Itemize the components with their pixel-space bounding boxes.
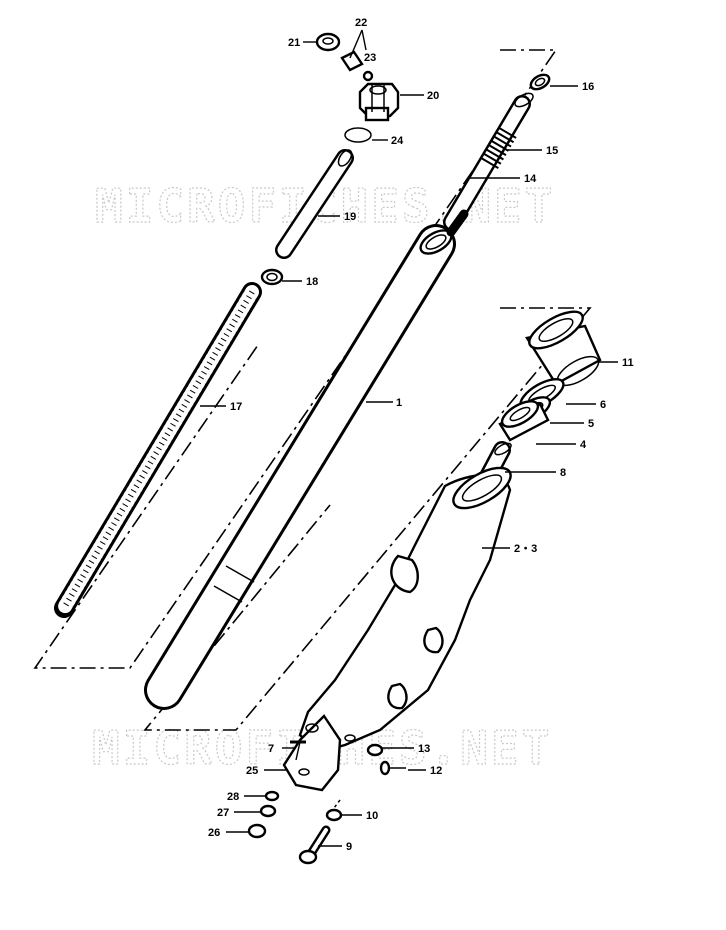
o-ring-24 [344,127,372,143]
damper-rod [443,92,534,237]
callout-22: 22 [355,17,367,29]
callout-21: 21 [288,37,300,49]
washer-27 [259,804,277,818]
callout-8: 8 [560,467,566,479]
nut-26 [247,823,267,839]
callout-24: 24 [391,135,404,147]
callout-10: 10 [366,810,378,822]
callout-7: 7 [268,743,274,755]
callout-13: 13 [418,743,430,755]
valve-22 [340,50,364,72]
callout-15: 15 [546,145,558,157]
cap-nut-21-top [322,37,334,45]
group-outline-spring [33,49,558,669]
callout-1: 1 [396,397,402,409]
callout-20: 20 [427,90,439,102]
bolt-9 [298,825,331,865]
bolt-7 [290,740,306,761]
callout-5: 5 [588,418,594,430]
callout-18: 18 [306,276,318,288]
callout-26: 26 [208,827,220,839]
callout-4: 4 [580,439,587,451]
dust-seal [525,310,602,387]
callout-27: 27 [217,807,229,819]
callout-6: 6 [600,399,606,411]
leader-lines [200,29,618,847]
o-ring-23 [362,70,374,82]
nut-13 [366,743,384,757]
inner-tube [144,224,456,710]
screw-12 [379,760,406,776]
callout-12: 12 [430,765,442,777]
washer-28 [264,790,280,802]
callout-28: 28 [227,791,239,803]
group-outline-outer-tube [143,307,592,731]
washer-18-hole [266,272,278,282]
washer-18 [260,268,284,286]
cap-nut-21 [315,32,341,52]
callout-23: 23 [364,52,376,64]
callout-16: 16 [582,81,594,93]
oil-seal-4-hole [509,406,531,422]
callout-9: 9 [346,841,352,853]
callout-17: 17 [230,401,242,413]
seal-16-hole [534,77,546,87]
callout-19: 19 [344,211,356,223]
callout-11: 11 [622,357,634,369]
callout-2-3: 2・3 [514,543,537,555]
guide-line-10 [333,799,341,809]
fork-spring [54,282,262,618]
seal-16 [529,73,551,91]
spacer-tube [275,149,354,259]
callout-14: 14 [524,173,537,185]
cap-bolt [358,82,400,122]
nut-10 [325,808,343,822]
outer-tube [282,466,512,792]
callout-25: 25 [246,765,258,777]
